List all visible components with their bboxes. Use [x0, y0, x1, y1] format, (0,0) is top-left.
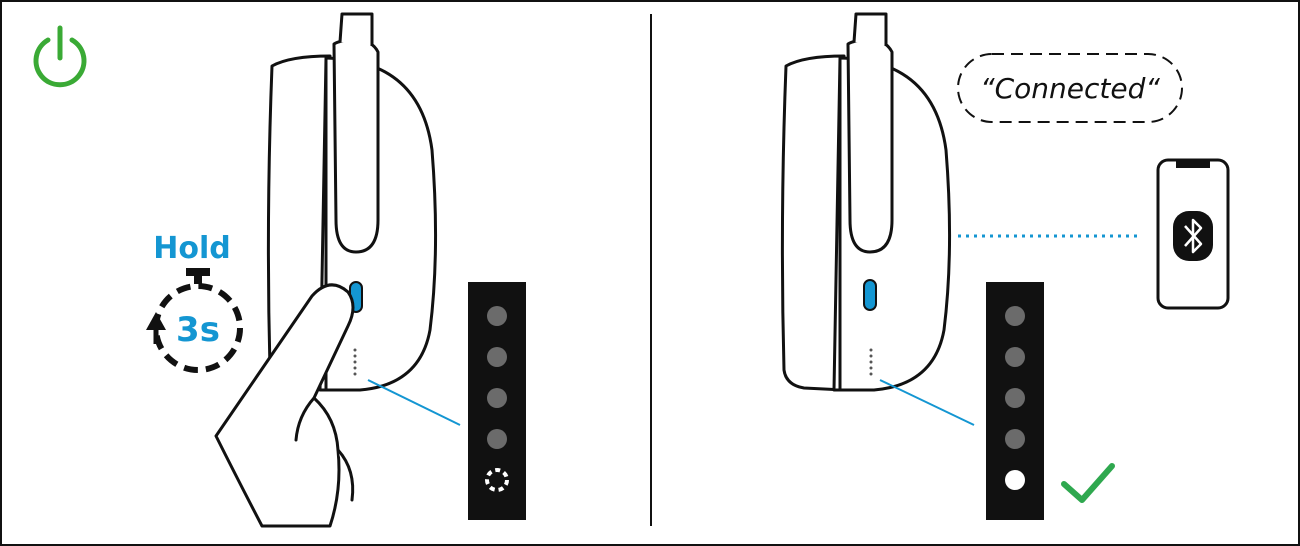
earcup-led-strip: [353, 348, 357, 376]
checkmark-icon: [1061, 463, 1115, 503]
led-off: [1005, 306, 1025, 326]
power-icon: [33, 25, 87, 88]
multifunction-button[interactable]: [863, 279, 877, 311]
led-off: [487, 429, 507, 449]
speech-bubble: [957, 53, 1183, 123]
led-blinking: [485, 468, 509, 492]
earcup-led-strip: [869, 348, 873, 376]
finger-hand: [214, 283, 355, 528]
led-off: [1005, 388, 1025, 408]
led-callout-line: [879, 379, 975, 426]
hold-label: Hold: [153, 231, 230, 266]
stopwatch-icon: [146, 268, 243, 373]
led-off: [1005, 347, 1025, 367]
step2-panel: “Connected“: [780, 12, 1230, 520]
hold-duration-label: 3s: [176, 310, 220, 350]
led-on: [1005, 470, 1025, 490]
led-indicators: [1005, 306, 1025, 490]
led-callout-line: [367, 379, 461, 426]
step1-panel: Hold 3s: [33, 12, 526, 528]
led-indicators: [485, 306, 509, 492]
bluetooth-icon: [1173, 211, 1213, 261]
led-off: [1005, 429, 1025, 449]
led-off: [487, 388, 507, 408]
led-off: [487, 306, 507, 326]
led-off: [487, 347, 507, 367]
headphone-earcup-right: [780, 12, 952, 392]
connected-prompt: “Connected“: [980, 72, 1160, 105]
